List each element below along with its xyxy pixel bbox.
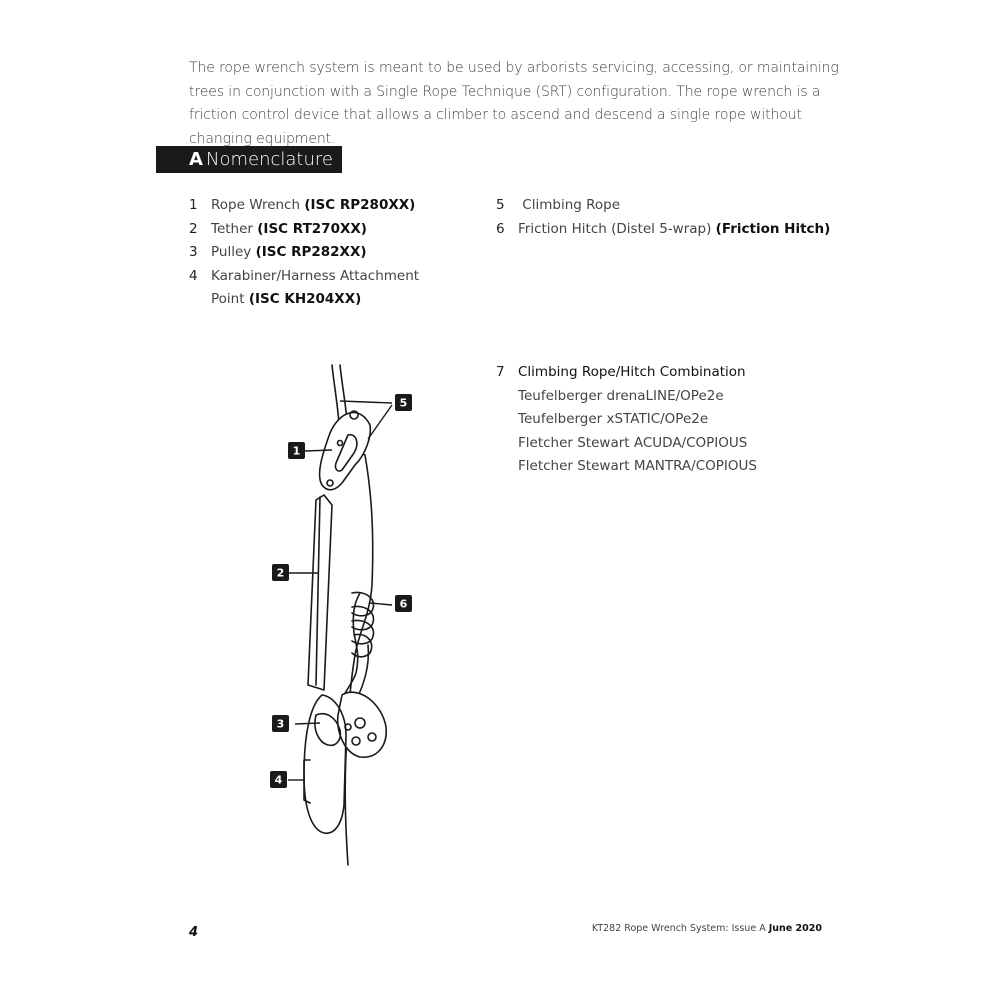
callout-5-label: 5 — [400, 397, 408, 410]
callout-4-label: 4 — [275, 774, 283, 787]
rope-wrench — [318, 411, 372, 491]
combination-item: Teufelberger drenaLINE/OPe2e — [518, 387, 724, 404]
item-text: Pulley — [211, 244, 252, 260]
callout-4: 4 — [270, 771, 287, 788]
callout-1-label: 1 — [293, 445, 301, 458]
document-title: KT282 Rope Wrench System: Issue A — [591, 923, 766, 934]
item-number: 3 — [189, 244, 198, 260]
list-item: 3 Pulley (ISC RP282XX) — [189, 241, 449, 265]
section-header: A Nomenclature — [156, 146, 342, 173]
callout-6: 6 — [395, 595, 412, 612]
combination-item: Teufelberger xSTATIC/OPe2e — [518, 411, 709, 427]
section-letter: A — [189, 149, 203, 170]
item-code: (ISC KH204XX) — [248, 291, 362, 307]
intro-paragraph: The rope wrench system is meant to be us… — [189, 60, 839, 147]
tether — [307, 494, 333, 691]
item-text: Climbing Rope — [518, 197, 621, 213]
item-text: Karabiner/Harness Attachment Point — [211, 267, 420, 308]
item-number: 7 — [496, 364, 505, 380]
item-text: Rope Wrench — [211, 197, 301, 213]
document-date: June 2020 — [768, 923, 822, 934]
item-number: 5 — [496, 197, 505, 213]
item-code: (ISC RT270XX) — [257, 220, 367, 237]
list-item: 4 Karabiner/Harness Attachment Point (IS… — [189, 265, 421, 312]
item-number: 2 — [189, 220, 198, 237]
document-footer: KT282 Rope Wrench System: Issue A June 2… — [592, 923, 822, 934]
callout-6-label: 6 — [400, 598, 408, 611]
list-item: 1 Rope Wrench (ISC RP280XX) — [189, 194, 449, 218]
callout-1: 1 — [288, 442, 305, 459]
combination-item: Fletcher Stewart MANTRA/COPIOUS — [518, 458, 757, 474]
callout-2-label: 2 — [277, 567, 285, 580]
item-number: 6 — [496, 220, 505, 237]
item-text: Tether — [211, 220, 253, 237]
combination-heading: 7 Climbing Rope/Hitch Combination — [496, 361, 836, 385]
pulley — [336, 691, 387, 758]
item-code: (Friction Hitch) — [715, 220, 831, 237]
item-text: Friction Hitch (Distel 5-wrap) — [518, 220, 712, 237]
item-number: 4 — [189, 267, 198, 284]
nomenclature-list-right: 5 Climbing Rope 6 Friction Hitch (Distel… — [496, 194, 836, 241]
friction-hitch — [339, 591, 375, 706]
heading-text: Climbing Rope/Hitch Combination — [518, 364, 746, 380]
item-code: (ISC RP282XX) — [255, 244, 367, 260]
nomenclature-list-left: 1 Rope Wrench (ISC RP280XX) 2 Tether (IS… — [189, 194, 449, 312]
callout-2: 2 — [272, 564, 289, 581]
callout-5: 5 — [395, 394, 412, 411]
rope-wrench-diagram: 1 2 3 4 5 6 — [270, 364, 412, 866]
page-number: 4 — [189, 925, 199, 940]
combination-list: 7 Climbing Rope/Hitch Combination Teufel… — [496, 361, 836, 479]
list-item: 2 Tether (ISC RT270XX) — [189, 218, 449, 242]
callout-3-label: 3 — [277, 718, 285, 731]
section-title: Nomenclature — [206, 149, 333, 170]
combination-item: Fletcher Stewart ACUDA/COPIOUS — [518, 434, 748, 451]
item-code: (ISC RP280XX) — [304, 197, 416, 213]
karabiner — [303, 694, 347, 834]
list-item: 6 Friction Hitch (Distel 5-wrap) (Fricti… — [496, 218, 836, 242]
item-number: 1 — [189, 197, 198, 213]
callout-3: 3 — [272, 715, 289, 732]
list-item: 5 Climbing Rope — [496, 194, 836, 218]
